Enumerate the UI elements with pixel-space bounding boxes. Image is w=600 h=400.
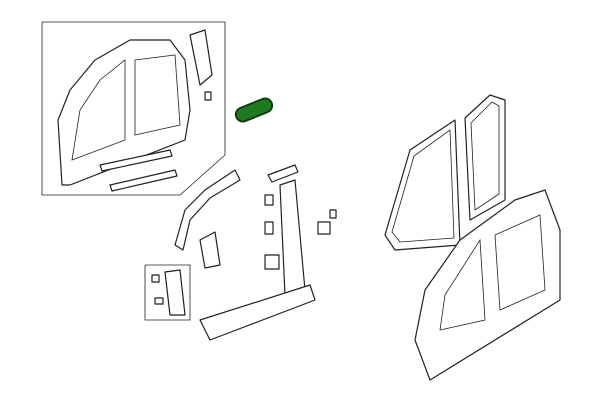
outer-side-panel	[414, 189, 561, 381]
rocker-panel	[199, 284, 316, 341]
pillar-reinforcement	[189, 29, 213, 86]
center-pillar	[279, 179, 306, 296]
bracket	[199, 231, 221, 269]
middle-parts	[144, 164, 337, 341]
inset-frame-small	[144, 264, 191, 321]
outer-side-panel-group	[384, 94, 561, 381]
rear-door-seal	[464, 94, 506, 221]
hinge-pillar-upper	[174, 169, 241, 251]
inset-box-side-panel	[41, 21, 226, 196]
seal-strip-highlight	[234, 97, 274, 123]
front-door-seal	[384, 119, 461, 251]
inset-frame	[41, 21, 226, 196]
seal-strip-part[interactable]	[234, 96, 274, 123]
rocker-reinforcement	[99, 149, 173, 172]
